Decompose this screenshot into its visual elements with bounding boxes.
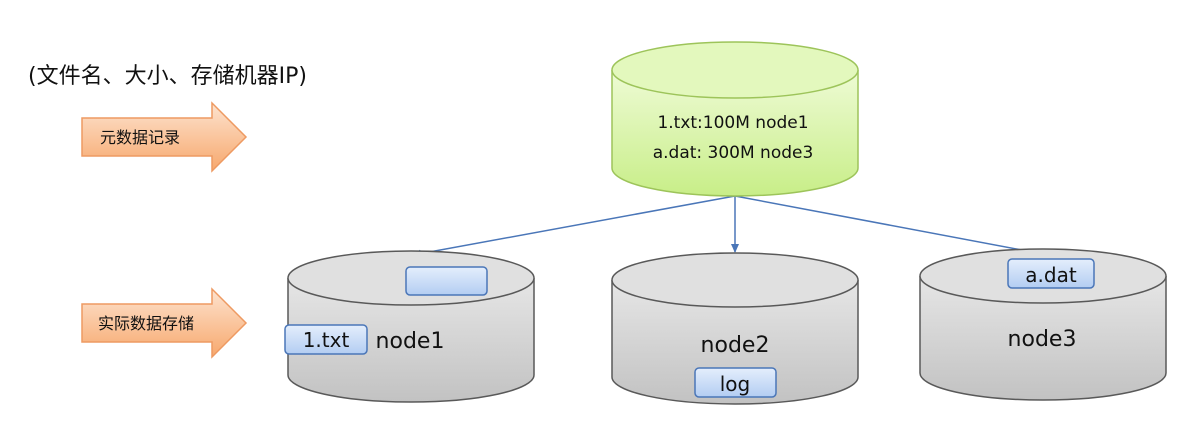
file-chip-log-label: log [720, 372, 751, 396]
metadata-database: 1.txt:100M node1 a.dat: 300M node3 [611, 41, 859, 197]
metadata-arrow-label: 元数据记录 [100, 128, 180, 147]
storage-arrow-label: 实际数据存储 [98, 314, 194, 333]
file-chip-1txt[interactable] [284, 324, 368, 355]
connectors [412, 195, 1044, 258]
connector-node3 [734, 195, 1044, 257]
file-chip-adat[interactable] [1007, 258, 1095, 289]
node2-storage: node2 log [611, 252, 859, 405]
node1-label: node1 [376, 329, 445, 354]
metadata-arrow: 元数据记录 [81, 101, 248, 173]
metadata-line-2: a.dat: 300M node3 [653, 143, 814, 163]
node3-storage: node3 a.dat [919, 248, 1167, 401]
metadata-caption: (文件名、大小、存储机器IP) [28, 64, 307, 89]
file-chip-log[interactable] [694, 367, 777, 398]
node3-label: node3 [1008, 327, 1077, 352]
file-chip-adat-label: a.dat [1025, 263, 1077, 287]
node2-label: node2 [701, 333, 770, 358]
file-chip-node1-top[interactable] [405, 266, 488, 296]
metadata-line-1: 1.txt:100M node1 [657, 113, 808, 133]
file-chip-1txt-label: 1.txt [303, 328, 350, 352]
storage-arrow: 实际数据存储 [81, 287, 248, 359]
node1-storage: node1 1.txt [284, 250, 535, 403]
connector-node1 [412, 195, 736, 258]
